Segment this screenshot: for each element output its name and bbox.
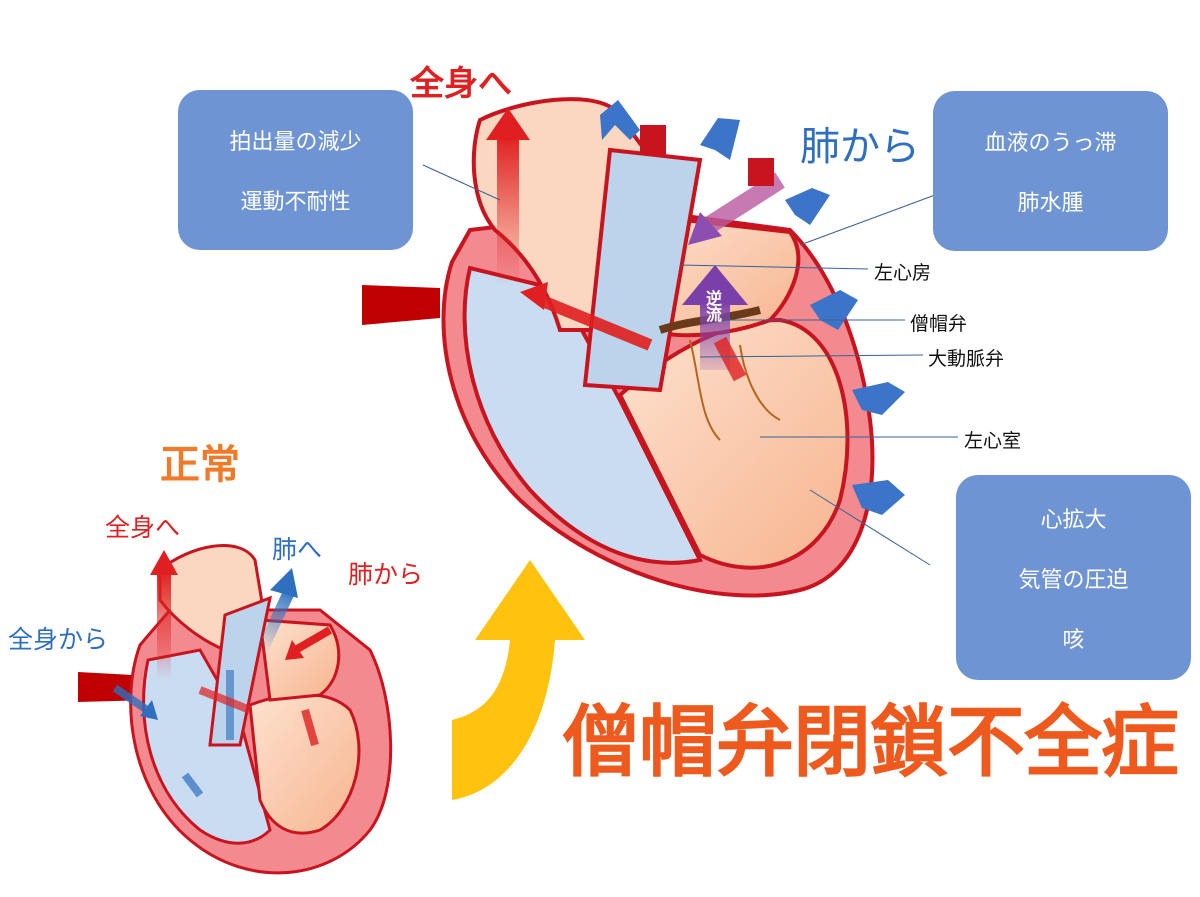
symptom-box-left: 拍出量の減少 運動不耐性 bbox=[178, 90, 413, 250]
to-body-label: 全身へ bbox=[410, 64, 512, 104]
mitral-valve-label: 僧帽弁 bbox=[910, 313, 968, 335]
left-ventricle bbox=[617, 317, 850, 570]
normal-heart bbox=[78, 544, 393, 875]
box-line: 心拡大 bbox=[1040, 507, 1107, 533]
left-ventricle-label: 左心室 bbox=[964, 430, 1022, 452]
main-heart bbox=[362, 97, 958, 598]
box-line: 咳 bbox=[1062, 627, 1085, 653]
normal-to-lungs-label: 肺へ bbox=[272, 535, 323, 564]
box-line: 拍出量の減少 bbox=[229, 130, 362, 155]
symptom-box-right-bottom: 心拡大 気管の圧迫 咳 bbox=[956, 475, 1191, 680]
right-ventricle bbox=[462, 265, 703, 565]
box-line: 肺水腫 bbox=[1017, 191, 1084, 216]
normal-from-body-label: 全身から bbox=[8, 625, 109, 654]
normal-from-lungs-label: 肺から bbox=[348, 560, 424, 589]
box-line: 血液のうっ滞 bbox=[984, 131, 1117, 156]
vena-cava bbox=[362, 285, 440, 325]
symptom-box-right-top: 血液のうっ滞 肺水腫 bbox=[933, 91, 1168, 251]
normal-to-body-label: 全身へ bbox=[105, 513, 181, 542]
normal-title: 正常 bbox=[160, 442, 240, 488]
box-line: 気管の圧迫 bbox=[1018, 567, 1129, 593]
arrow-up-curved-icon bbox=[452, 560, 585, 800]
arrow-right-icon bbox=[600, 100, 905, 515]
aortic-valve-label: 大動脈弁 bbox=[928, 348, 1005, 370]
left-atrium-label: 左心房 bbox=[874, 262, 932, 284]
box-line: 運動不耐性 bbox=[240, 190, 351, 215]
regurgitation-label: 逆流 bbox=[703, 290, 722, 322]
page-title: 僧帽弁閉鎖不全症 bbox=[562, 698, 1179, 788]
from-lungs-label: 肺から bbox=[800, 124, 920, 170]
